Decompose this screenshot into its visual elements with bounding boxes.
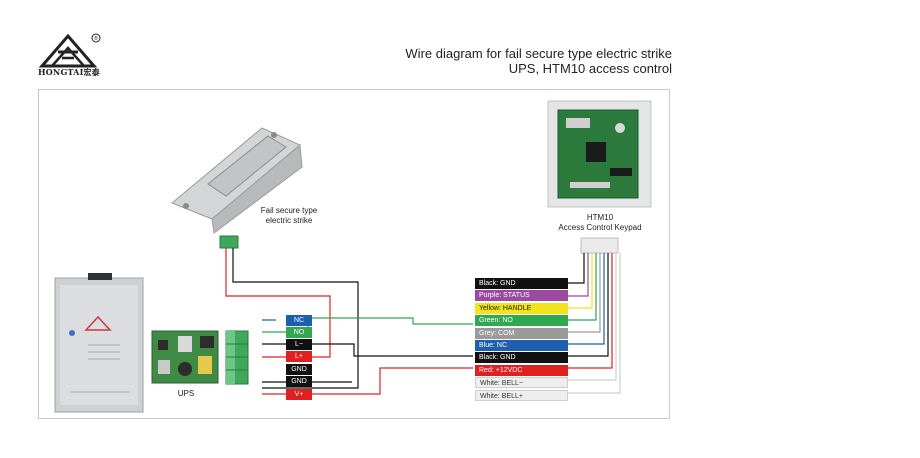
svg-text:®: ® [94, 35, 98, 42]
wire-color-label: Green: NO [475, 315, 568, 327]
diagram-frame [38, 89, 670, 419]
wire-color-label: Grey: COM [475, 327, 568, 339]
strike-connector [219, 235, 239, 249]
terminal-block [225, 330, 249, 385]
keypad-label: HTM10 Access Control Keypad [558, 213, 642, 232]
wire-color-label: Yellow: HANDLE [475, 302, 568, 314]
wire-color-label: White: BELL+ [475, 389, 568, 401]
ups-cabinet [54, 273, 144, 413]
wire-color-label: White: BELL− [475, 377, 568, 389]
diagram-title: Wire diagram for fail secure type electr… [405, 46, 672, 61]
ups-label: UPS [177, 389, 195, 398]
brand-name: HONGTAI宏泰 [38, 67, 100, 77]
wire-color-label: Purple: STATUS [475, 290, 568, 302]
electric-strike [171, 127, 303, 234]
terminal-label: NO [286, 327, 312, 338]
terminal-label: NC [286, 315, 312, 326]
terminal-label: L− [286, 339, 312, 350]
terminal-label: L+ [286, 351, 312, 362]
wire-color-label: Blue: NC [475, 340, 568, 351]
wire-color-label: Black: GND [475, 278, 568, 289]
wire-color-label: Red: +12VDC [475, 364, 568, 376]
htm10-keypad [547, 100, 652, 208]
strike-label: Fail secure type electric strike [260, 206, 318, 225]
terminal-label: GND [286, 364, 312, 375]
hongtai-logo-icon: ® [38, 33, 101, 68]
terminal-label: GND [286, 376, 312, 387]
ups-board [151, 330, 219, 384]
wire-color-label: Black: GND [475, 352, 568, 364]
keypad-connector [580, 237, 619, 254]
terminal-label: V+ [286, 389, 312, 400]
diagram-subtitle: UPS, HTM10 access control [508, 61, 672, 76]
